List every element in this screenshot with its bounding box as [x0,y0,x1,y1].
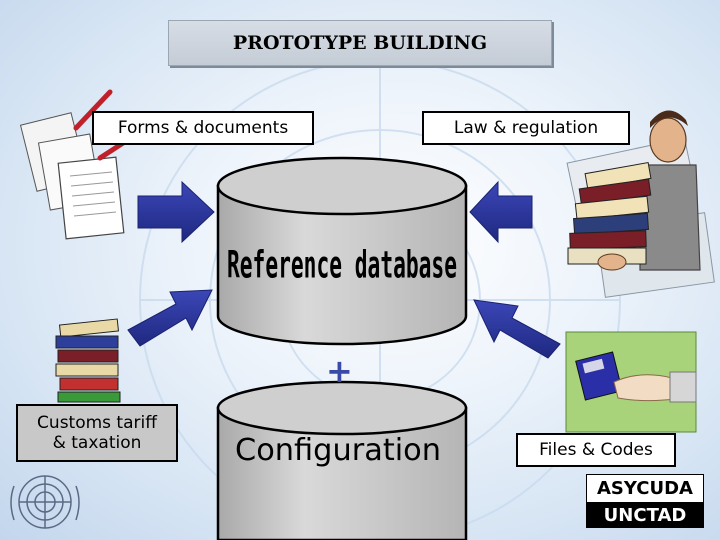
brand-unctad: UNCTAD [587,502,703,528]
files-codes-label: Files & Codes [516,433,676,467]
paper-forms-icon [19,89,143,240]
page-title: PROTOTYPE BUILDING [168,20,552,66]
configuration-cylinder [216,380,468,540]
plus-sign: + [326,352,353,390]
configuration-label: Configuration [235,433,441,468]
reference-database-cylinder [216,156,468,346]
arrow-forms-to-db [137,180,215,244]
customs-tariff-line1: Customs tariff [37,412,157,433]
un-emblem-icon [10,475,80,529]
forms-documents-label: Forms & documents [92,111,314,145]
arrow-tariff-to-db [127,289,213,347]
brand-block: ASYCUDA UNCTAD [586,474,704,528]
arrow-law-to-db [469,180,533,244]
reference-database-label: Reference database [227,243,457,287]
customs-tariff-label: Customs tariff & taxation [16,404,178,462]
customs-tariff-line2: & taxation [52,433,142,453]
man-carrying-books-icon [566,110,715,298]
brand-asycuda: ASYCUDA [587,475,703,502]
floppy-disk-hand-icon [565,331,697,433]
arrow-files-to-db [473,299,561,359]
stacked-books-icon [55,318,121,403]
law-regulation-label: Law & regulation [422,111,630,145]
